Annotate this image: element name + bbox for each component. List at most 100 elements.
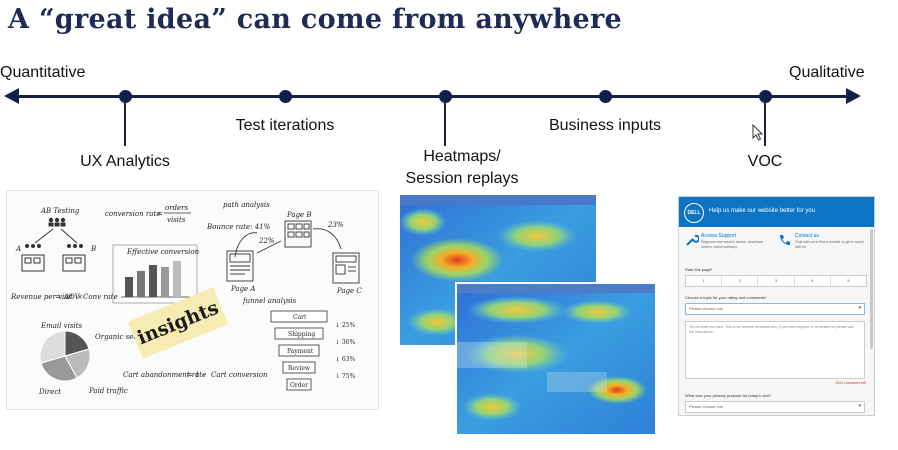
transition-a-b-pct: 22% bbox=[258, 237, 275, 245]
rating-option[interactable]: 3 bbox=[758, 276, 795, 286]
milestone-tick-ux-analytics bbox=[124, 96, 126, 146]
variant-b-label: B bbox=[90, 245, 96, 253]
variant-a-label: A bbox=[15, 245, 21, 253]
cart-abandonment-label: Cart abandonment rate bbox=[123, 371, 206, 379]
reason-select-value: Please choose one bbox=[689, 306, 724, 311]
comment-placeholder: Tell us what you think. This is for webs… bbox=[689, 325, 854, 334]
funnel-analysis-label: funnel analysis bbox=[242, 297, 297, 305]
visits-label: visits bbox=[167, 216, 186, 224]
page-c-mockup bbox=[332, 252, 360, 284]
pie-label-organic: Organic search bbox=[95, 333, 149, 341]
funnel-step: Cart bbox=[293, 314, 307, 321]
dell-logo: DELL bbox=[684, 203, 704, 223]
page-b-label: Page B bbox=[286, 211, 312, 219]
aov-label: AOV bbox=[63, 293, 81, 301]
cart-conversion-label: Cart conversion bbox=[211, 371, 268, 379]
revenue-per-visit-label: Revenue per visit bbox=[10, 293, 73, 301]
transition-b-c-pct: 23% bbox=[327, 221, 344, 229]
reason-question: Choose a topic for your rating and comme… bbox=[685, 295, 767, 300]
pie-label-direct: Direct bbox=[38, 388, 61, 396]
heatmap-front-screen bbox=[455, 282, 657, 436]
funnel-diagram: Cart Shipping Payment Review Order ↓ 25%… bbox=[270, 310, 356, 391]
char-count: 2000 characters left bbox=[835, 381, 866, 385]
qualitative-label: Qualitative bbox=[789, 64, 865, 81]
funnel-drop: ↓ 75% bbox=[335, 373, 356, 380]
milestone-dot-business-inputs bbox=[599, 90, 612, 103]
conversion-rate-label: conversion rate bbox=[105, 210, 160, 218]
cart-formula-minus: - bbox=[203, 371, 206, 379]
rating-option[interactable]: 5 bbox=[847, 278, 850, 283]
times-sign: × bbox=[77, 293, 83, 301]
chevron-down-icon: ▾ bbox=[858, 305, 861, 311]
traffic-pie-chart bbox=[39, 330, 91, 382]
quantitative-label: Quantitative bbox=[0, 64, 86, 81]
heatmap-image bbox=[399, 195, 657, 436]
people-icon bbox=[48, 217, 66, 227]
label-session-replays: Session replays bbox=[405, 170, 519, 187]
funnel-drop: ↓ 25% bbox=[335, 322, 356, 329]
label-heatmaps: Heatmaps/ bbox=[423, 148, 501, 165]
rating-option[interactable]: 1 bbox=[686, 276, 723, 286]
funnel-step: Shipping bbox=[288, 331, 315, 338]
spectrum-axis bbox=[14, 95, 852, 98]
phone-icon bbox=[777, 233, 791, 247]
voc-header-text: Help us make our website better for you bbox=[709, 208, 816, 214]
page-b-mockup bbox=[284, 220, 312, 248]
label-voc: VOC bbox=[747, 153, 783, 170]
chevron-down-icon: ▾ bbox=[858, 403, 861, 409]
label-ux-analytics: UX Analytics bbox=[80, 153, 170, 170]
rating-option[interactable]: 2 bbox=[722, 276, 759, 286]
purpose-select[interactable]: Please choose one ▾ bbox=[685, 401, 865, 413]
dell-logo-text: DELL bbox=[687, 210, 701, 216]
path-analysis-label: path analysis bbox=[223, 201, 270, 209]
mouse-cursor-icon bbox=[752, 124, 764, 141]
voc-feedback-form: DELL Help us make our website better for… bbox=[678, 196, 875, 416]
purpose-question: What was your primary purpose for today'… bbox=[685, 393, 772, 398]
formula-equals-sign: = bbox=[157, 210, 163, 218]
purpose-select-value: Please choose one bbox=[689, 404, 724, 409]
comment-textarea[interactable]: Tell us what you think. This is for webs… bbox=[685, 321, 865, 379]
funnel-step: Payment bbox=[287, 348, 314, 355]
cart-formula-equals: = bbox=[187, 371, 193, 379]
funnel-step: Review bbox=[288, 365, 311, 372]
equals-sign: = bbox=[55, 293, 61, 301]
milestone-tick-voc bbox=[764, 96, 766, 146]
label-test-iterations: Test iterations bbox=[235, 117, 335, 134]
pie-label-paid: Paid traffic bbox=[88, 387, 128, 395]
page-c-label: Page C bbox=[336, 287, 362, 295]
form-scrollbar[interactable] bbox=[870, 229, 873, 349]
milestone-tick-heatmaps bbox=[444, 96, 446, 146]
slide-title: A “great idea” can come from anywhere bbox=[8, 4, 623, 35]
orders-label: orders bbox=[165, 204, 189, 212]
voc-form-header: DELL Help us make our website better for… bbox=[679, 197, 874, 227]
reason-select[interactable]: Please choose one ▾ bbox=[685, 303, 865, 315]
page-a-mockup bbox=[226, 250, 254, 282]
contact-us-desc: Chat with us or find a number to get in … bbox=[795, 240, 864, 249]
arrow-right-icon bbox=[846, 88, 861, 104]
ab-testing-label: AB Testing bbox=[40, 207, 80, 215]
contact-us-link[interactable]: Contact us bbox=[795, 233, 819, 239]
rating-option[interactable]: 4 bbox=[795, 276, 831, 286]
arrow-left-icon bbox=[4, 88, 19, 104]
funnel-step: Order bbox=[290, 382, 308, 389]
rate-question: Rate this page* bbox=[685, 267, 713, 272]
cart-formula-one: 1 bbox=[195, 371, 199, 379]
rating-scale: 1 2 3 4 5 bbox=[685, 275, 867, 287]
access-support-desc: Diagnose and resolve issues, download dr… bbox=[701, 240, 763, 249]
wrench-icon bbox=[685, 233, 700, 247]
funnel-drop: ↓ 63% bbox=[335, 356, 356, 363]
bounce-rate-label: Bounce rate: 41% bbox=[206, 223, 271, 231]
label-business-inputs: Business inputs bbox=[548, 117, 662, 134]
access-support-link[interactable]: Access Support bbox=[701, 233, 737, 239]
effective-conversion-chart: Effective conversion bbox=[112, 244, 200, 304]
effective-conversion-label: Effective conversion bbox=[126, 248, 200, 256]
conv-rate-label: Conv rate bbox=[83, 293, 118, 301]
heatmap-screenshots bbox=[397, 192, 659, 438]
pie-label-email: Email visits bbox=[40, 322, 82, 330]
analytics-sketch-drawing: AB Testing A B Revenue per vi bbox=[10, 201, 362, 396]
page-mockup-icon bbox=[21, 254, 86, 272]
funnel-drop: ↓ 36% bbox=[335, 339, 356, 346]
people-icon bbox=[25, 244, 83, 248]
milestone-dot-test-iterations bbox=[279, 90, 292, 103]
